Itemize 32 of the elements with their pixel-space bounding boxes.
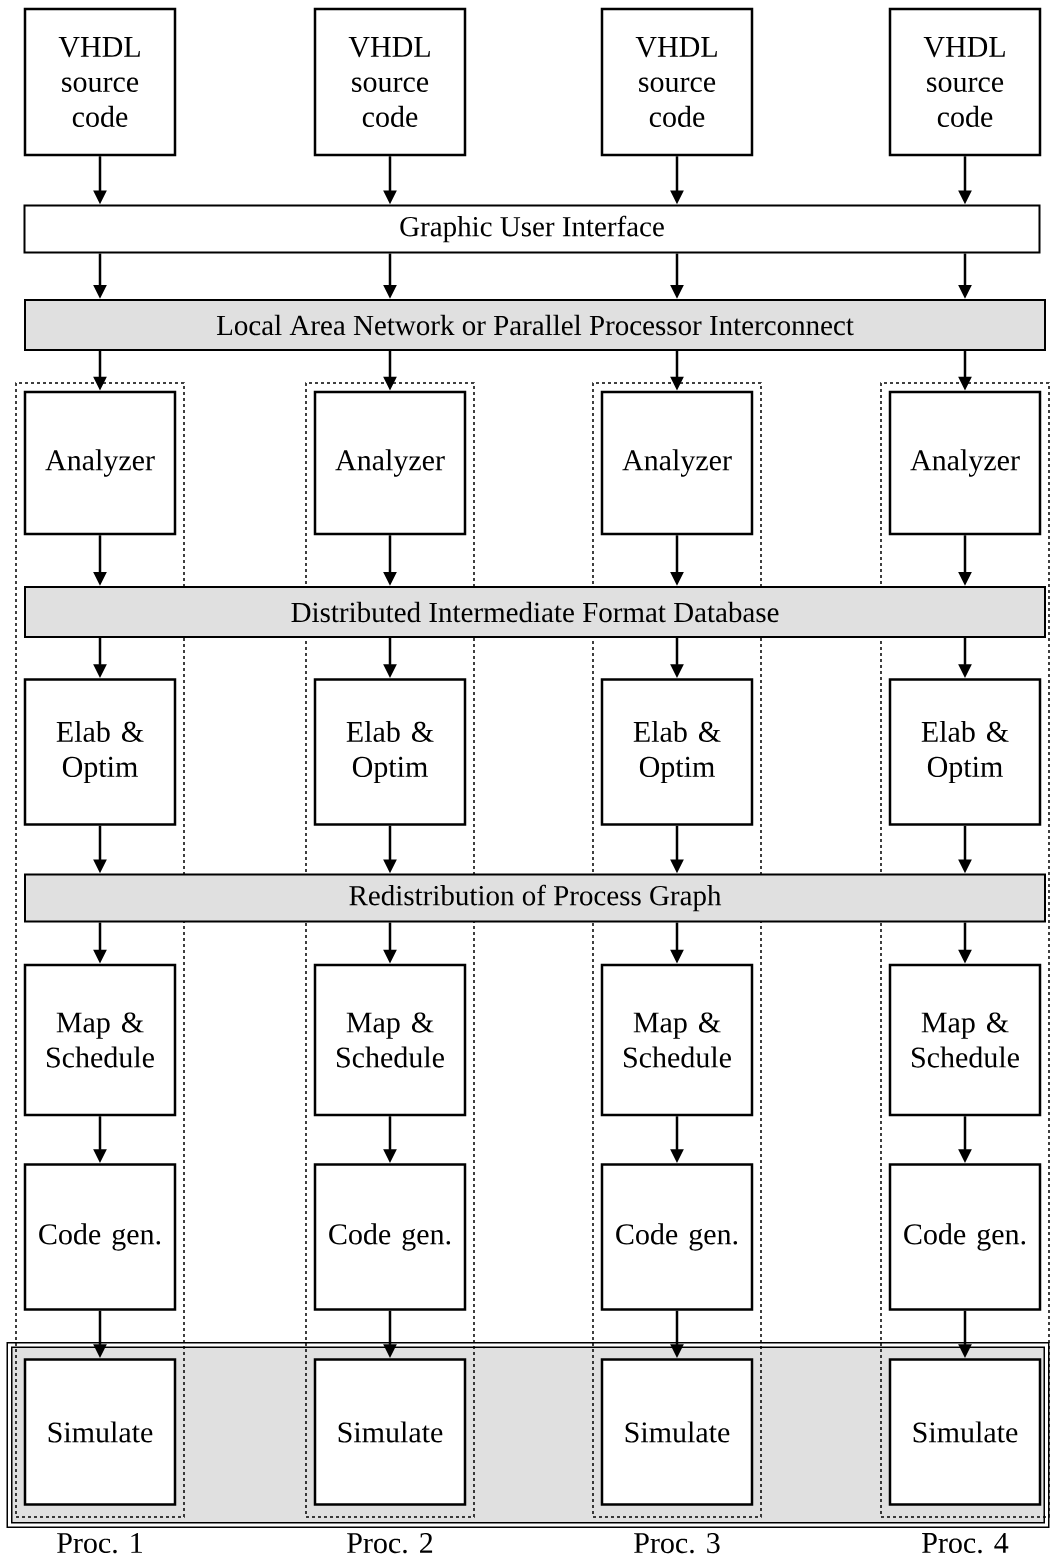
process-box: Analyzer <box>313 390 467 536</box>
process-box: Map & Schedule <box>313 963 467 1117</box>
bus-bar: Local Area Network or Parallel Processor Interconnect <box>24 299 1046 351</box>
process-box: Analyzer <box>888 390 1042 536</box>
process-box: Code gen. <box>888 1163 1042 1311</box>
node-label: Proc. 4 <box>922 1533 1009 1554</box>
process-box: Analyzer <box>23 390 177 536</box>
process-box: Simulate <box>23 1358 177 1506</box>
process-box: Elab & Optim <box>888 678 1042 826</box>
process-box: Code gen. <box>600 1163 754 1311</box>
process-box: Code gen. <box>313 1163 467 1311</box>
bus-bar: Graphic User Interface <box>23 204 1041 254</box>
process-box: VHDL source code <box>888 7 1042 157</box>
bus-bar: Redistribution of Process Graph <box>24 873 1046 923</box>
process-box: VHDL source code <box>23 7 177 157</box>
node-label: Proc. 2 <box>347 1533 433 1554</box>
process-box: Analyzer <box>600 390 754 536</box>
process-box: Simulate <box>313 1358 467 1506</box>
process-box: Simulate <box>888 1358 1042 1506</box>
process-box: Elab & Optim <box>23 678 177 826</box>
process-box: Map & Schedule <box>23 963 177 1117</box>
process-box: VHDL source code <box>600 7 754 157</box>
process-box: Code gen. <box>23 1163 177 1311</box>
node-label: Proc. 3 <box>634 1533 720 1554</box>
node-label: Proc. 1 <box>57 1533 142 1554</box>
process-box: Map & Schedule <box>888 963 1042 1117</box>
bus-bar: Distributed Intermediate Format Database <box>24 586 1046 638</box>
process-box: Simulate <box>600 1358 754 1506</box>
process-box: Elab & Optim <box>313 678 467 826</box>
process-box: Elab & Optim <box>600 678 754 826</box>
process-box: Map & Schedule <box>600 963 754 1117</box>
process-box: VHDL source code <box>313 7 467 157</box>
